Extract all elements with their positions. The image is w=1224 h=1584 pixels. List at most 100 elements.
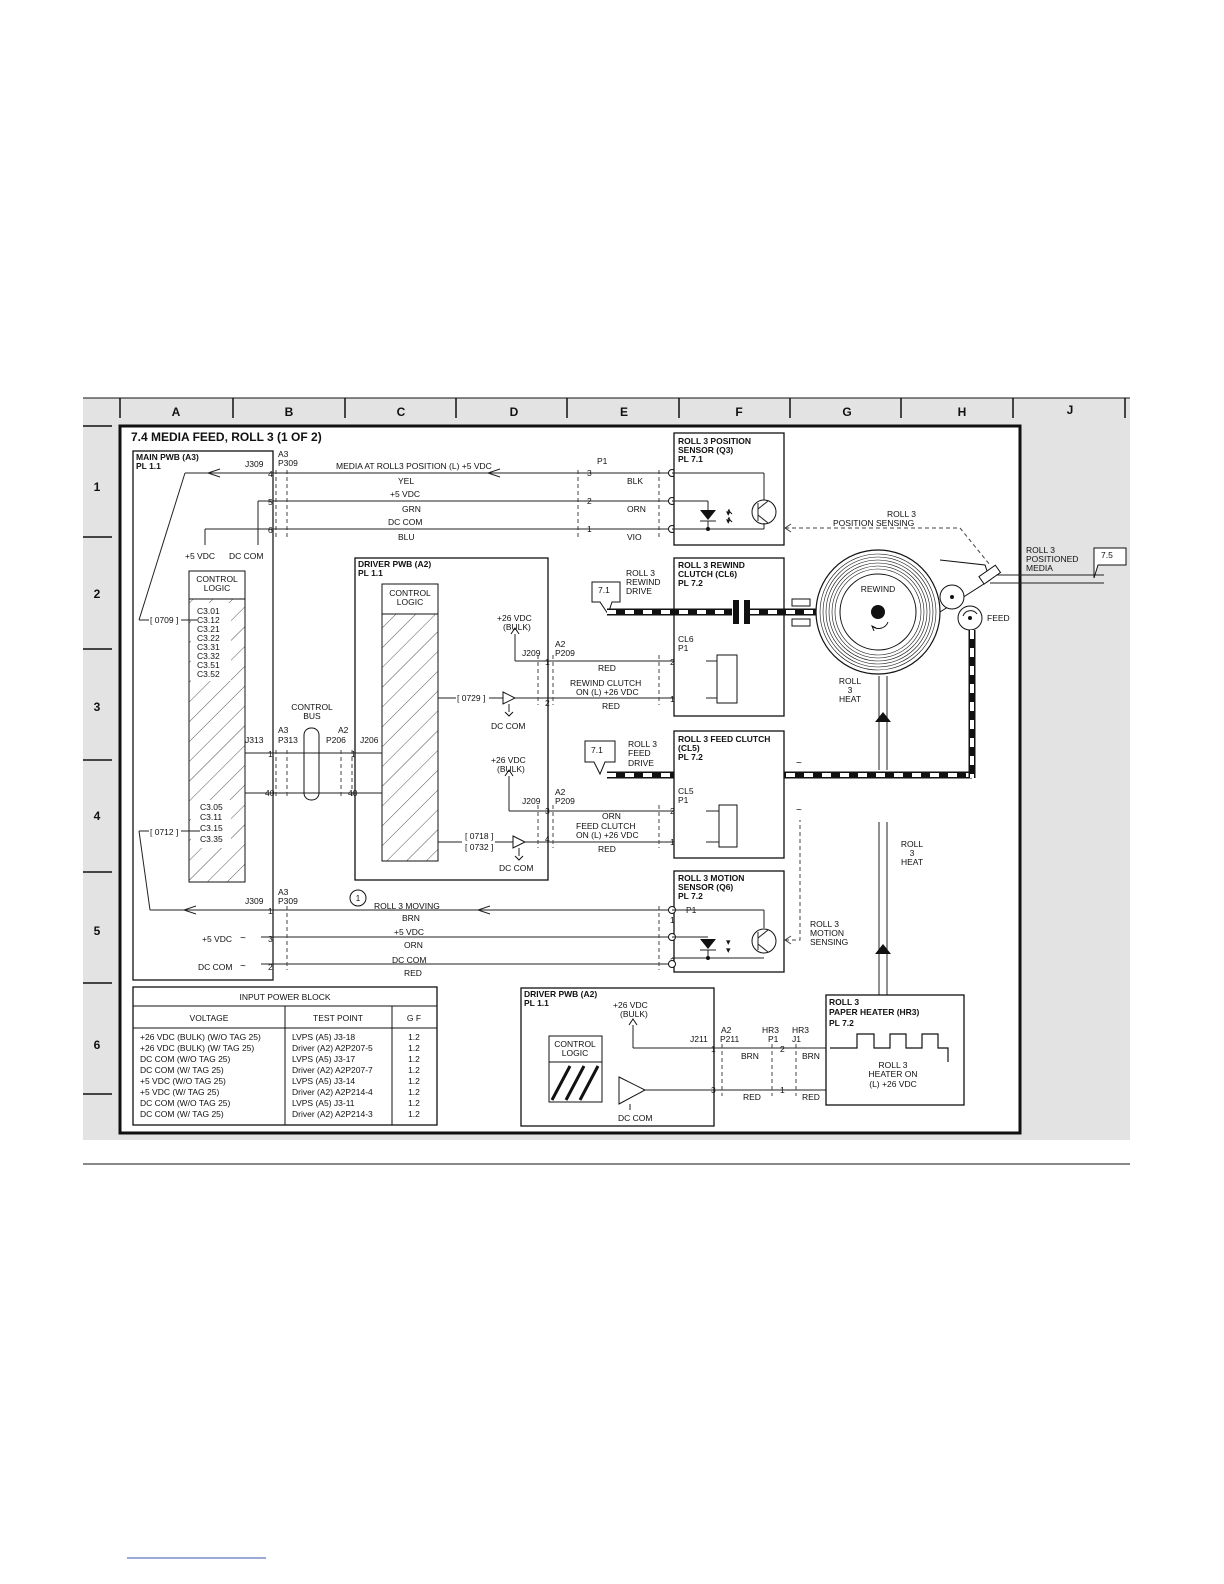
column-label: E bbox=[620, 405, 628, 419]
svg-text:MAIN PWB (A3): MAIN PWB (A3) bbox=[136, 452, 199, 462]
svg-text:3: 3 bbox=[587, 468, 592, 478]
svg-text:1: 1 bbox=[670, 915, 675, 925]
svg-text:ORN: ORN bbox=[627, 504, 646, 514]
svg-text:C3.22: C3.22 bbox=[197, 633, 220, 643]
svg-text:POSITIONED: POSITIONED bbox=[1026, 554, 1078, 564]
power-block-title: INPUT POWER BLOCK bbox=[240, 992, 331, 1002]
svg-text:P309: P309 bbox=[278, 458, 298, 468]
svg-text:DRIVER PWB (A2): DRIVER PWB (A2) bbox=[358, 559, 431, 569]
svg-text:J1: J1 bbox=[792, 1034, 801, 1044]
column-label: C bbox=[397, 405, 406, 419]
heater-wiring: HR3 P1 HR3 J1 2 1 BRN BRN RED RED bbox=[714, 1025, 830, 1102]
svg-text:~: ~ bbox=[796, 758, 802, 769]
svg-text:GRN: GRN bbox=[402, 504, 421, 514]
svg-text:4: 4 bbox=[268, 469, 273, 479]
svg-text:CONTROL: CONTROL bbox=[554, 1039, 596, 1049]
svg-text:6: 6 bbox=[268, 525, 273, 535]
svg-text:1: 1 bbox=[545, 657, 550, 667]
power-block-cell: Driver (A2) A2P207-5 bbox=[292, 1043, 373, 1053]
power-block-header: G F bbox=[407, 1013, 421, 1023]
svg-text:C3.35: C3.35 bbox=[200, 834, 223, 844]
svg-text:(CL5): (CL5) bbox=[678, 743, 700, 753]
svg-text:1: 1 bbox=[670, 837, 675, 847]
svg-text:ROLL 3 POSITION: ROLL 3 POSITION bbox=[678, 436, 751, 446]
svg-text:P1: P1 bbox=[768, 1034, 779, 1044]
row-label: 1 bbox=[94, 480, 101, 494]
svg-text:PL 7.1: PL 7.1 bbox=[678, 454, 703, 464]
power-block-cell: 1.2 bbox=[408, 1054, 420, 1064]
svg-text:2: 2 bbox=[587, 496, 592, 506]
svg-text:A3: A3 bbox=[278, 725, 289, 735]
svg-text:BRN: BRN bbox=[402, 913, 420, 923]
svg-text:1: 1 bbox=[670, 694, 675, 704]
svg-text:RED: RED bbox=[404, 968, 422, 978]
svg-text:CL6: CL6 bbox=[678, 634, 694, 644]
main-pwb: MAIN PWB (A3) PL 1.1 J309 A3 P309 4 5 6 … bbox=[132, 449, 298, 981]
svg-text:J211: J211 bbox=[690, 1034, 708, 1044]
svg-text:2: 2 bbox=[670, 806, 675, 816]
svg-text:DC COM: DC COM bbox=[198, 962, 232, 972]
svg-text:(L) +26 VDC: (L) +26 VDC bbox=[869, 1079, 916, 1089]
svg-text:P209: P209 bbox=[555, 648, 575, 658]
svg-text:SENSOR (Q6): SENSOR (Q6) bbox=[678, 882, 733, 892]
svg-text:ORN: ORN bbox=[404, 940, 423, 950]
svg-text:~: ~ bbox=[796, 805, 802, 816]
power-block-rows: +26 VDC (BULK) (W/O TAG 25)LVPS (A5) J3-… bbox=[140, 1032, 420, 1119]
svg-text:5: 5 bbox=[268, 497, 273, 507]
power-block-header: VOLTAGE bbox=[190, 1013, 229, 1023]
svg-text:CLUTCH (CL6): CLUTCH (CL6) bbox=[678, 569, 737, 579]
svg-text:MOTION: MOTION bbox=[810, 928, 844, 938]
svg-text:PL 7.2: PL 7.2 bbox=[678, 578, 703, 588]
svg-text:J309: J309 bbox=[245, 459, 264, 469]
svg-text:C3.21: C3.21 bbox=[197, 624, 220, 634]
motion-sensor: ROLL 3 MOTION SENSOR (Q6) PL 7.2 P1 1 3 … bbox=[668, 870, 785, 973]
svg-text:RED: RED bbox=[802, 1092, 820, 1102]
svg-text:J209: J209 bbox=[522, 796, 541, 806]
power-block-cell: Driver (A2) A2P214-3 bbox=[292, 1109, 373, 1119]
power-block-cell: DC COM (W/ TAG 25) bbox=[140, 1109, 224, 1119]
svg-text:P1: P1 bbox=[678, 795, 689, 805]
svg-text:SENSOR (Q3): SENSOR (Q3) bbox=[678, 445, 733, 455]
row-label: 3 bbox=[94, 700, 101, 714]
svg-text:HEAT: HEAT bbox=[839, 694, 861, 704]
power-block-cell: 1.2 bbox=[408, 1098, 420, 1108]
svg-text:BLK: BLK bbox=[627, 476, 643, 486]
svg-text:FEED: FEED bbox=[628, 748, 651, 758]
svg-text:HR3: HR3 bbox=[792, 1025, 809, 1035]
power-block-cell: Driver (A2) A2P207-7 bbox=[292, 1065, 373, 1075]
svg-text:ROLL 3 MOTION: ROLL 3 MOTION bbox=[678, 873, 744, 883]
power-block-cell: +5 VDC (W/ TAG 25) bbox=[140, 1087, 219, 1097]
svg-text:SENSING: SENSING bbox=[810, 937, 848, 947]
svg-text:1: 1 bbox=[356, 894, 361, 903]
svg-text:PAPER HEATER (HR3): PAPER HEATER (HR3) bbox=[829, 1007, 920, 1017]
svg-text:3: 3 bbox=[268, 934, 273, 944]
svg-text:ORN: ORN bbox=[602, 811, 621, 821]
svg-text:A2: A2 bbox=[721, 1025, 732, 1035]
svg-text:C3.01: C3.01 bbox=[197, 606, 220, 616]
column-ruler: A B C D E F G H J bbox=[83, 397, 1130, 419]
svg-text:P206: P206 bbox=[326, 735, 346, 745]
svg-text:+26 VDC: +26 VDC bbox=[491, 755, 526, 765]
svg-text:C3.11: C3.11 bbox=[200, 812, 222, 822]
svg-text:A2: A2 bbox=[555, 787, 566, 797]
svg-text:DRIVE: DRIVE bbox=[626, 586, 652, 596]
svg-text:BRN: BRN bbox=[802, 1051, 820, 1061]
power-block-cell: 1.2 bbox=[408, 1043, 420, 1053]
svg-text:J309: J309 bbox=[245, 896, 264, 906]
svg-text:REWIND: REWIND bbox=[626, 577, 660, 587]
svg-text:▾: ▾ bbox=[726, 508, 731, 518]
paper-heater: ROLL 3 PAPER HEATER (HR3) PL 7.2 ROLL 3 … bbox=[825, 994, 965, 1106]
svg-text:LOGIC: LOGIC bbox=[397, 597, 423, 607]
driver-pwb: DRIVER PWB (A2) PL 1.1 CONTROL LOGIC +26… bbox=[354, 557, 575, 881]
svg-text:CONTROL: CONTROL bbox=[291, 702, 333, 712]
svg-text:ROLL 3 FEED CLUTCH: ROLL 3 FEED CLUTCH bbox=[678, 734, 770, 744]
svg-text:CL5: CL5 bbox=[678, 786, 694, 796]
power-block-cell: +5 VDC (W/O TAG 25) bbox=[140, 1076, 226, 1086]
row-label: 4 bbox=[94, 809, 101, 823]
svg-text:POSITION SENSING: POSITION SENSING bbox=[833, 518, 914, 528]
svg-text:A3: A3 bbox=[278, 887, 289, 897]
svg-text:3: 3 bbox=[910, 848, 915, 858]
svg-text:[ 0712 ]: [ 0712 ] bbox=[150, 827, 178, 837]
svg-text:ON (L) +26 VDC: ON (L) +26 VDC bbox=[576, 830, 639, 840]
power-block-cell: +26 VDC (BULK) (W/ TAG 25) bbox=[140, 1043, 254, 1053]
